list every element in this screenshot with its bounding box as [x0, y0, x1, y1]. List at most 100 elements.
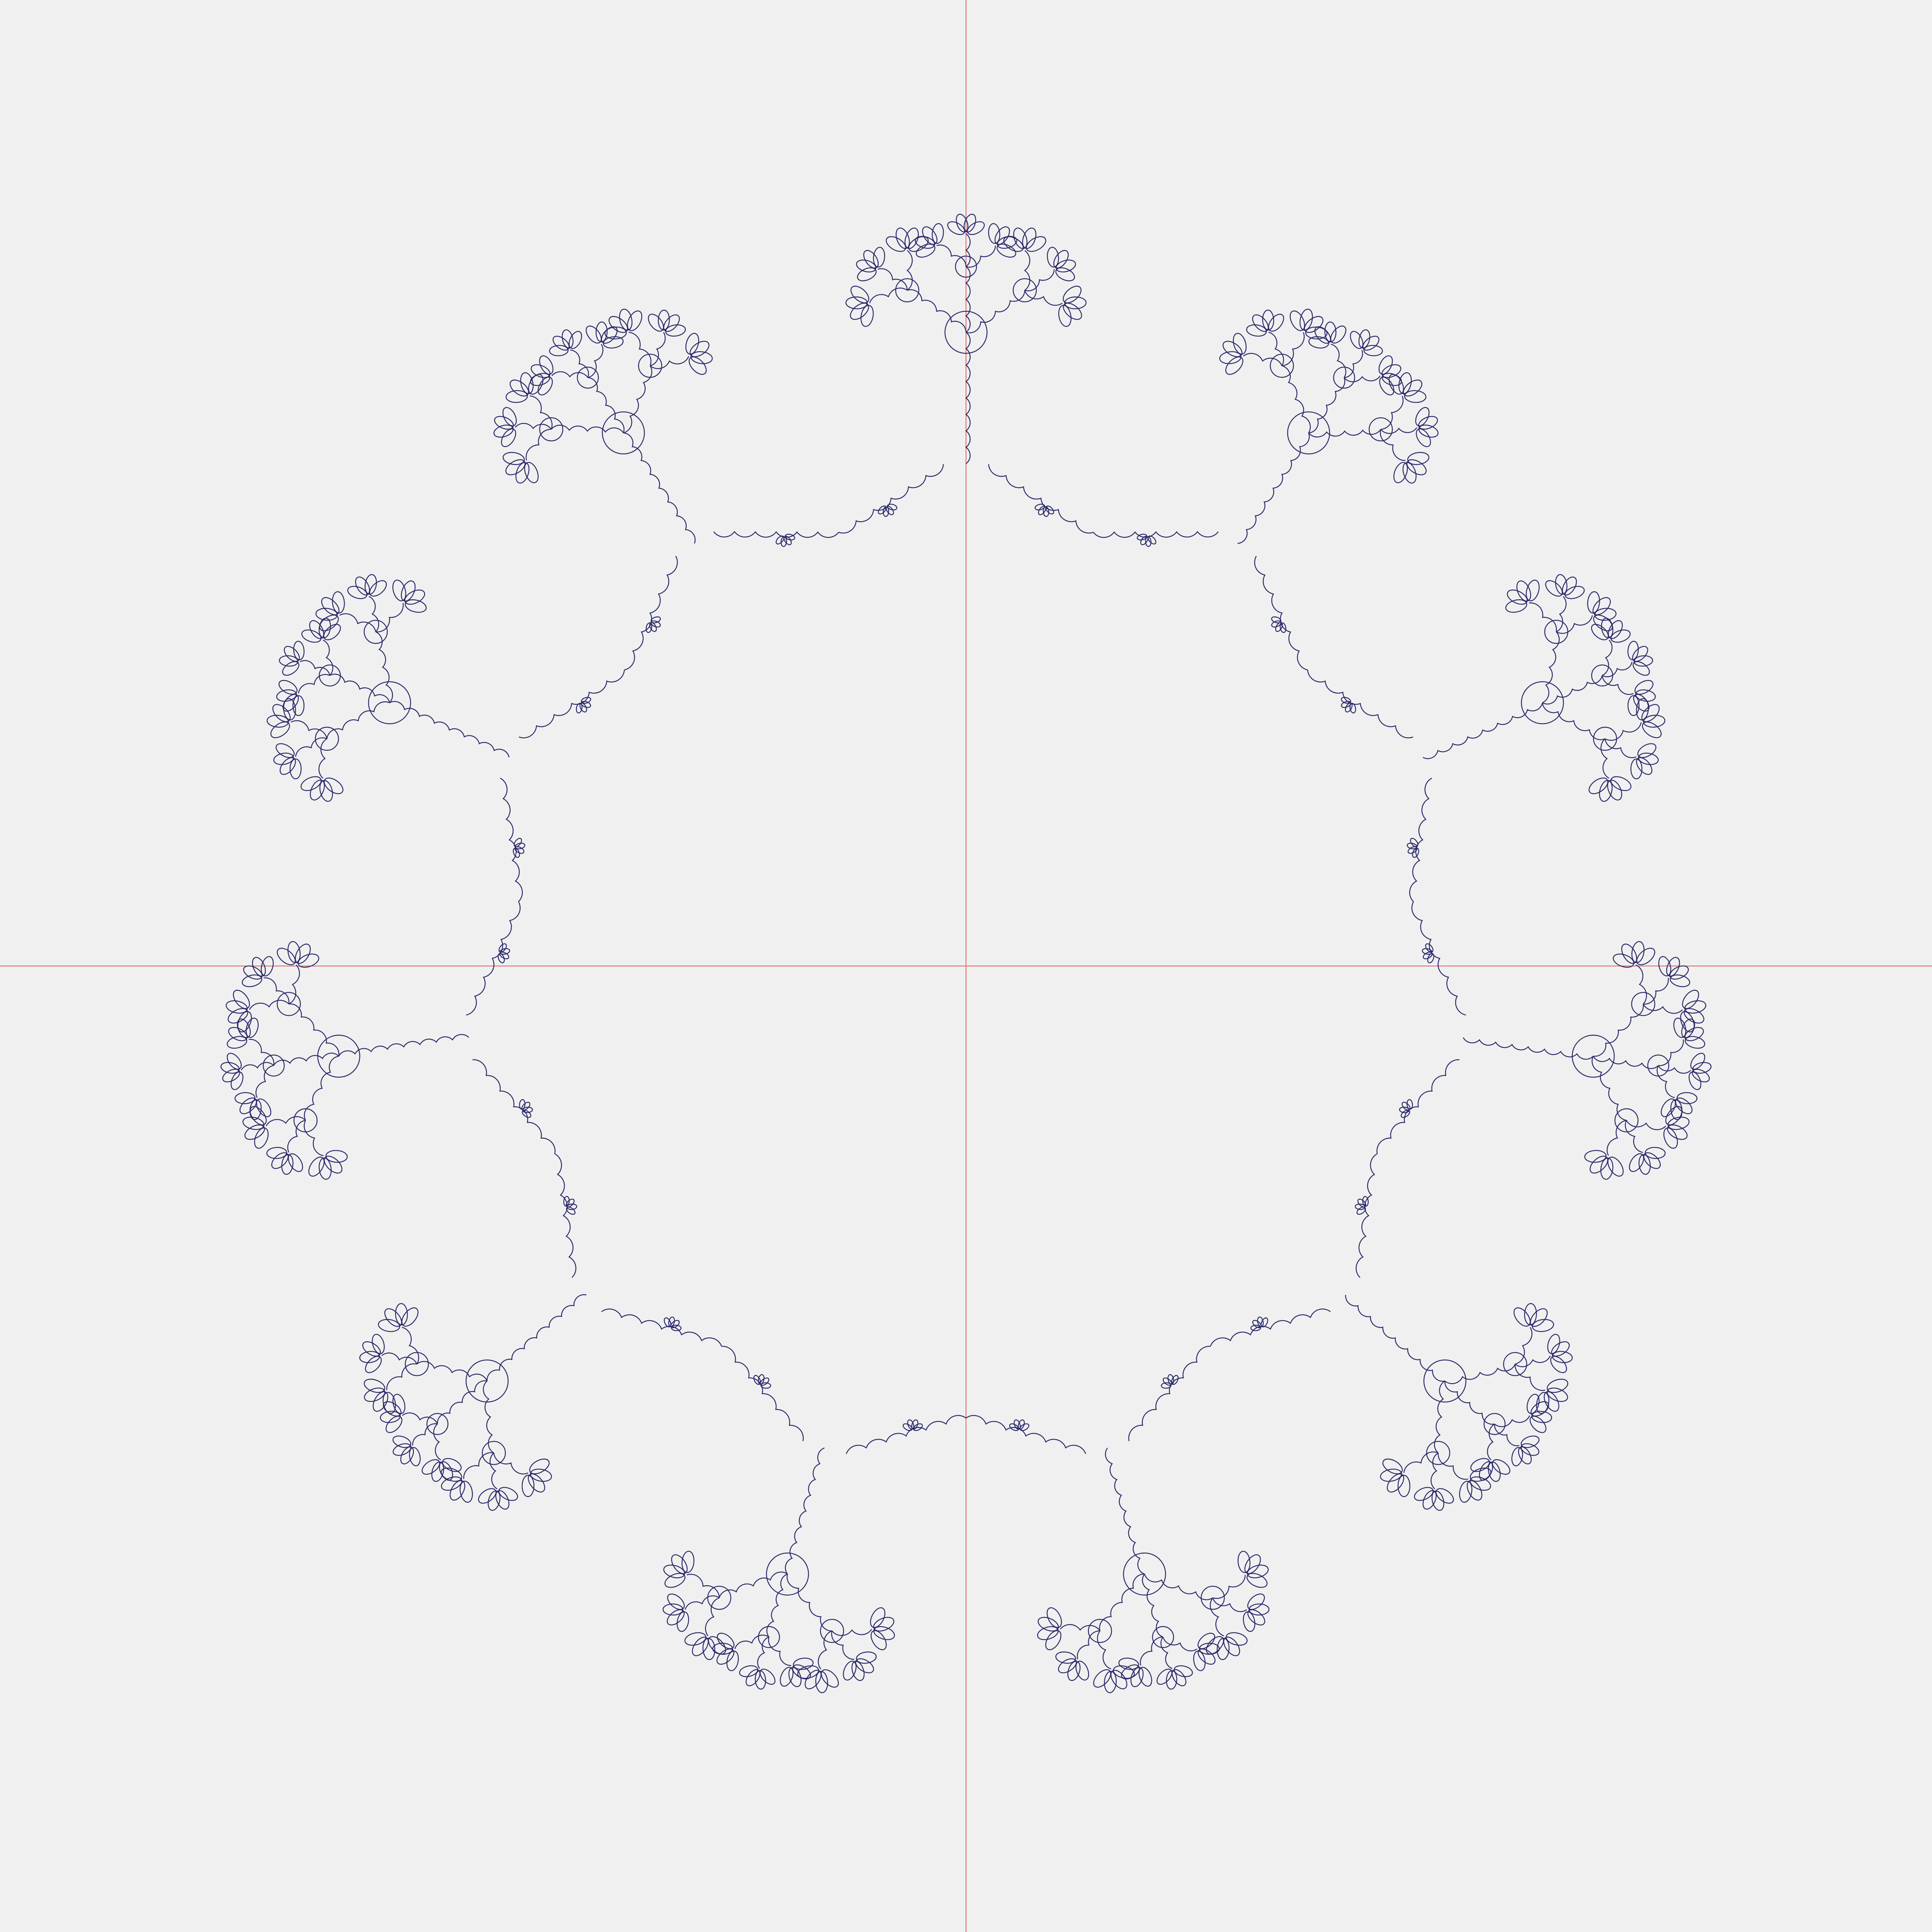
arm-3-leaf: [1629, 1153, 1644, 1172]
arm-6-leaf: [664, 1573, 685, 1588]
arm-9-stem: [318, 738, 327, 779]
arm-8-leaf: [233, 990, 250, 1009]
arm-6-stem: [757, 1636, 769, 1669]
arm-9-node: [319, 664, 341, 687]
arm-4-stem: [1403, 1451, 1439, 1473]
arm-9-stem: [323, 639, 333, 676]
arm-10-leaf: [537, 376, 553, 396]
arm-3-stem: [1593, 1004, 1644, 1057]
arm-1-leaf: [1415, 407, 1430, 427]
arm-0-leaf: [1064, 296, 1087, 310]
arm-1-stem: [1380, 427, 1417, 434]
arm-6-leaf: [821, 1669, 839, 1688]
arm-6-stem: [705, 1597, 719, 1636]
arm-2-leaf: [1599, 780, 1613, 802]
arm-5-leaf: [1138, 1667, 1152, 1687]
arm-3-leaf: [1612, 953, 1634, 968]
arm-10-leaf: [690, 351, 713, 364]
arm-7-leaf: [372, 1334, 385, 1354]
arm-3-leaf: [1690, 1053, 1706, 1070]
arm-7-leaf: [380, 1411, 401, 1423]
arm-9-stem: [369, 596, 379, 633]
arm-9-leaf: [282, 694, 299, 712]
arm-4-node: [1483, 1413, 1506, 1435]
arm-4-leaf: [1466, 1480, 1483, 1501]
arm-2-leaf: [1627, 641, 1639, 660]
arm-0-leaf: [863, 250, 879, 269]
arm-9-stem: [290, 720, 328, 739]
arm-4-leaf: [1518, 1446, 1532, 1464]
arm-9-leaf: [309, 620, 324, 639]
arm-5-stem: [1160, 1636, 1173, 1669]
arm-6-leaf: [671, 1554, 688, 1574]
arm-1-leaf: [1393, 462, 1408, 483]
ring-clover: [521, 1102, 531, 1111]
arm-5-leaf: [1045, 1630, 1061, 1650]
arm-4-leaf: [1547, 1379, 1568, 1393]
arm-7-node: [465, 1359, 509, 1403]
arm-4-node: [1503, 1352, 1527, 1376]
arm-10-leaf: [568, 331, 582, 349]
arm-10-leaf: [609, 316, 628, 333]
arm-4-leaf: [1524, 1303, 1537, 1325]
arm-4-stem: [1494, 1415, 1530, 1427]
arm-0-leaf: [994, 226, 1010, 245]
arm-4-stem: [1345, 1295, 1445, 1382]
arm-8-leaf: [245, 1017, 259, 1038]
ring-segment: [1093, 531, 1219, 538]
arm-4-leaf: [1397, 1475, 1410, 1497]
arm-4-leaf: [1551, 1341, 1570, 1357]
arm-6-leaf: [870, 1607, 886, 1628]
ring-clover: [1341, 697, 1351, 704]
arm-0-node: [895, 278, 919, 303]
arm-10-stem: [529, 395, 553, 430]
arm-5-leaf: [1247, 1573, 1268, 1588]
arm-2-leaf: [1565, 586, 1585, 599]
arm-8-leaf: [256, 1098, 271, 1117]
arm-1-stem: [1243, 353, 1282, 366]
arm-5-leaf: [1247, 1609, 1265, 1626]
arm-9-leaf: [279, 655, 299, 667]
arm-0-leaf: [1055, 267, 1075, 281]
arm-3-stem: [1643, 978, 1669, 1005]
arm-9-leaf: [310, 779, 325, 801]
arm-2-leaf: [1601, 617, 1614, 638]
arm-3-stem: [1625, 1120, 1643, 1153]
arm-1-leaf: [1314, 326, 1331, 344]
arm-0-leaf: [997, 236, 1017, 249]
arm-0-leaf: [886, 236, 906, 252]
arm-5-leaf: [1093, 1669, 1111, 1688]
arm-1-leaf: [1402, 462, 1417, 484]
arm-6-stem: [686, 1573, 720, 1598]
arm-1-leaf: [1379, 376, 1395, 396]
ring-clover: [1362, 1196, 1369, 1207]
arm-10-stem: [628, 332, 651, 366]
arm-6-leaf: [843, 1660, 857, 1681]
arm-4-leaf: [1511, 1447, 1523, 1466]
arm-5-leaf: [1172, 1669, 1187, 1686]
arm-5-leaf: [1244, 1554, 1261, 1574]
arm-2-leaf: [1526, 580, 1540, 602]
arm-0-leaf: [850, 303, 869, 320]
arm-2-stem: [1605, 722, 1642, 741]
arm-5-leaf: [1247, 1565, 1269, 1578]
arm-2-leaf: [1633, 655, 1653, 667]
arm-7-leaf: [384, 1308, 402, 1327]
arm-6-node: [758, 1626, 780, 1648]
arm-3-leaf: [1600, 1157, 1614, 1180]
arm-4-leaf: [1488, 1461, 1501, 1482]
arm-6-stem: [766, 1573, 788, 1638]
arm-3-leaf: [1667, 1124, 1688, 1140]
arm-0-node: [955, 255, 977, 278]
arm-8-leaf: [226, 1000, 248, 1014]
arm-0-leaf: [956, 214, 969, 233]
arm-3-leaf: [1692, 1069, 1710, 1083]
arm-1-stem: [1237, 432, 1310, 544]
arm-5-leaf: [1121, 1664, 1140, 1680]
arm-4-stem: [1514, 1364, 1546, 1391]
arm-0-node: [944, 311, 988, 354]
arm-3-leaf: [1685, 1036, 1706, 1049]
arm-3-leaf: [1684, 1008, 1704, 1024]
arm-2-stem: [1542, 631, 1560, 703]
arm-3-leaf: [1689, 1071, 1702, 1090]
